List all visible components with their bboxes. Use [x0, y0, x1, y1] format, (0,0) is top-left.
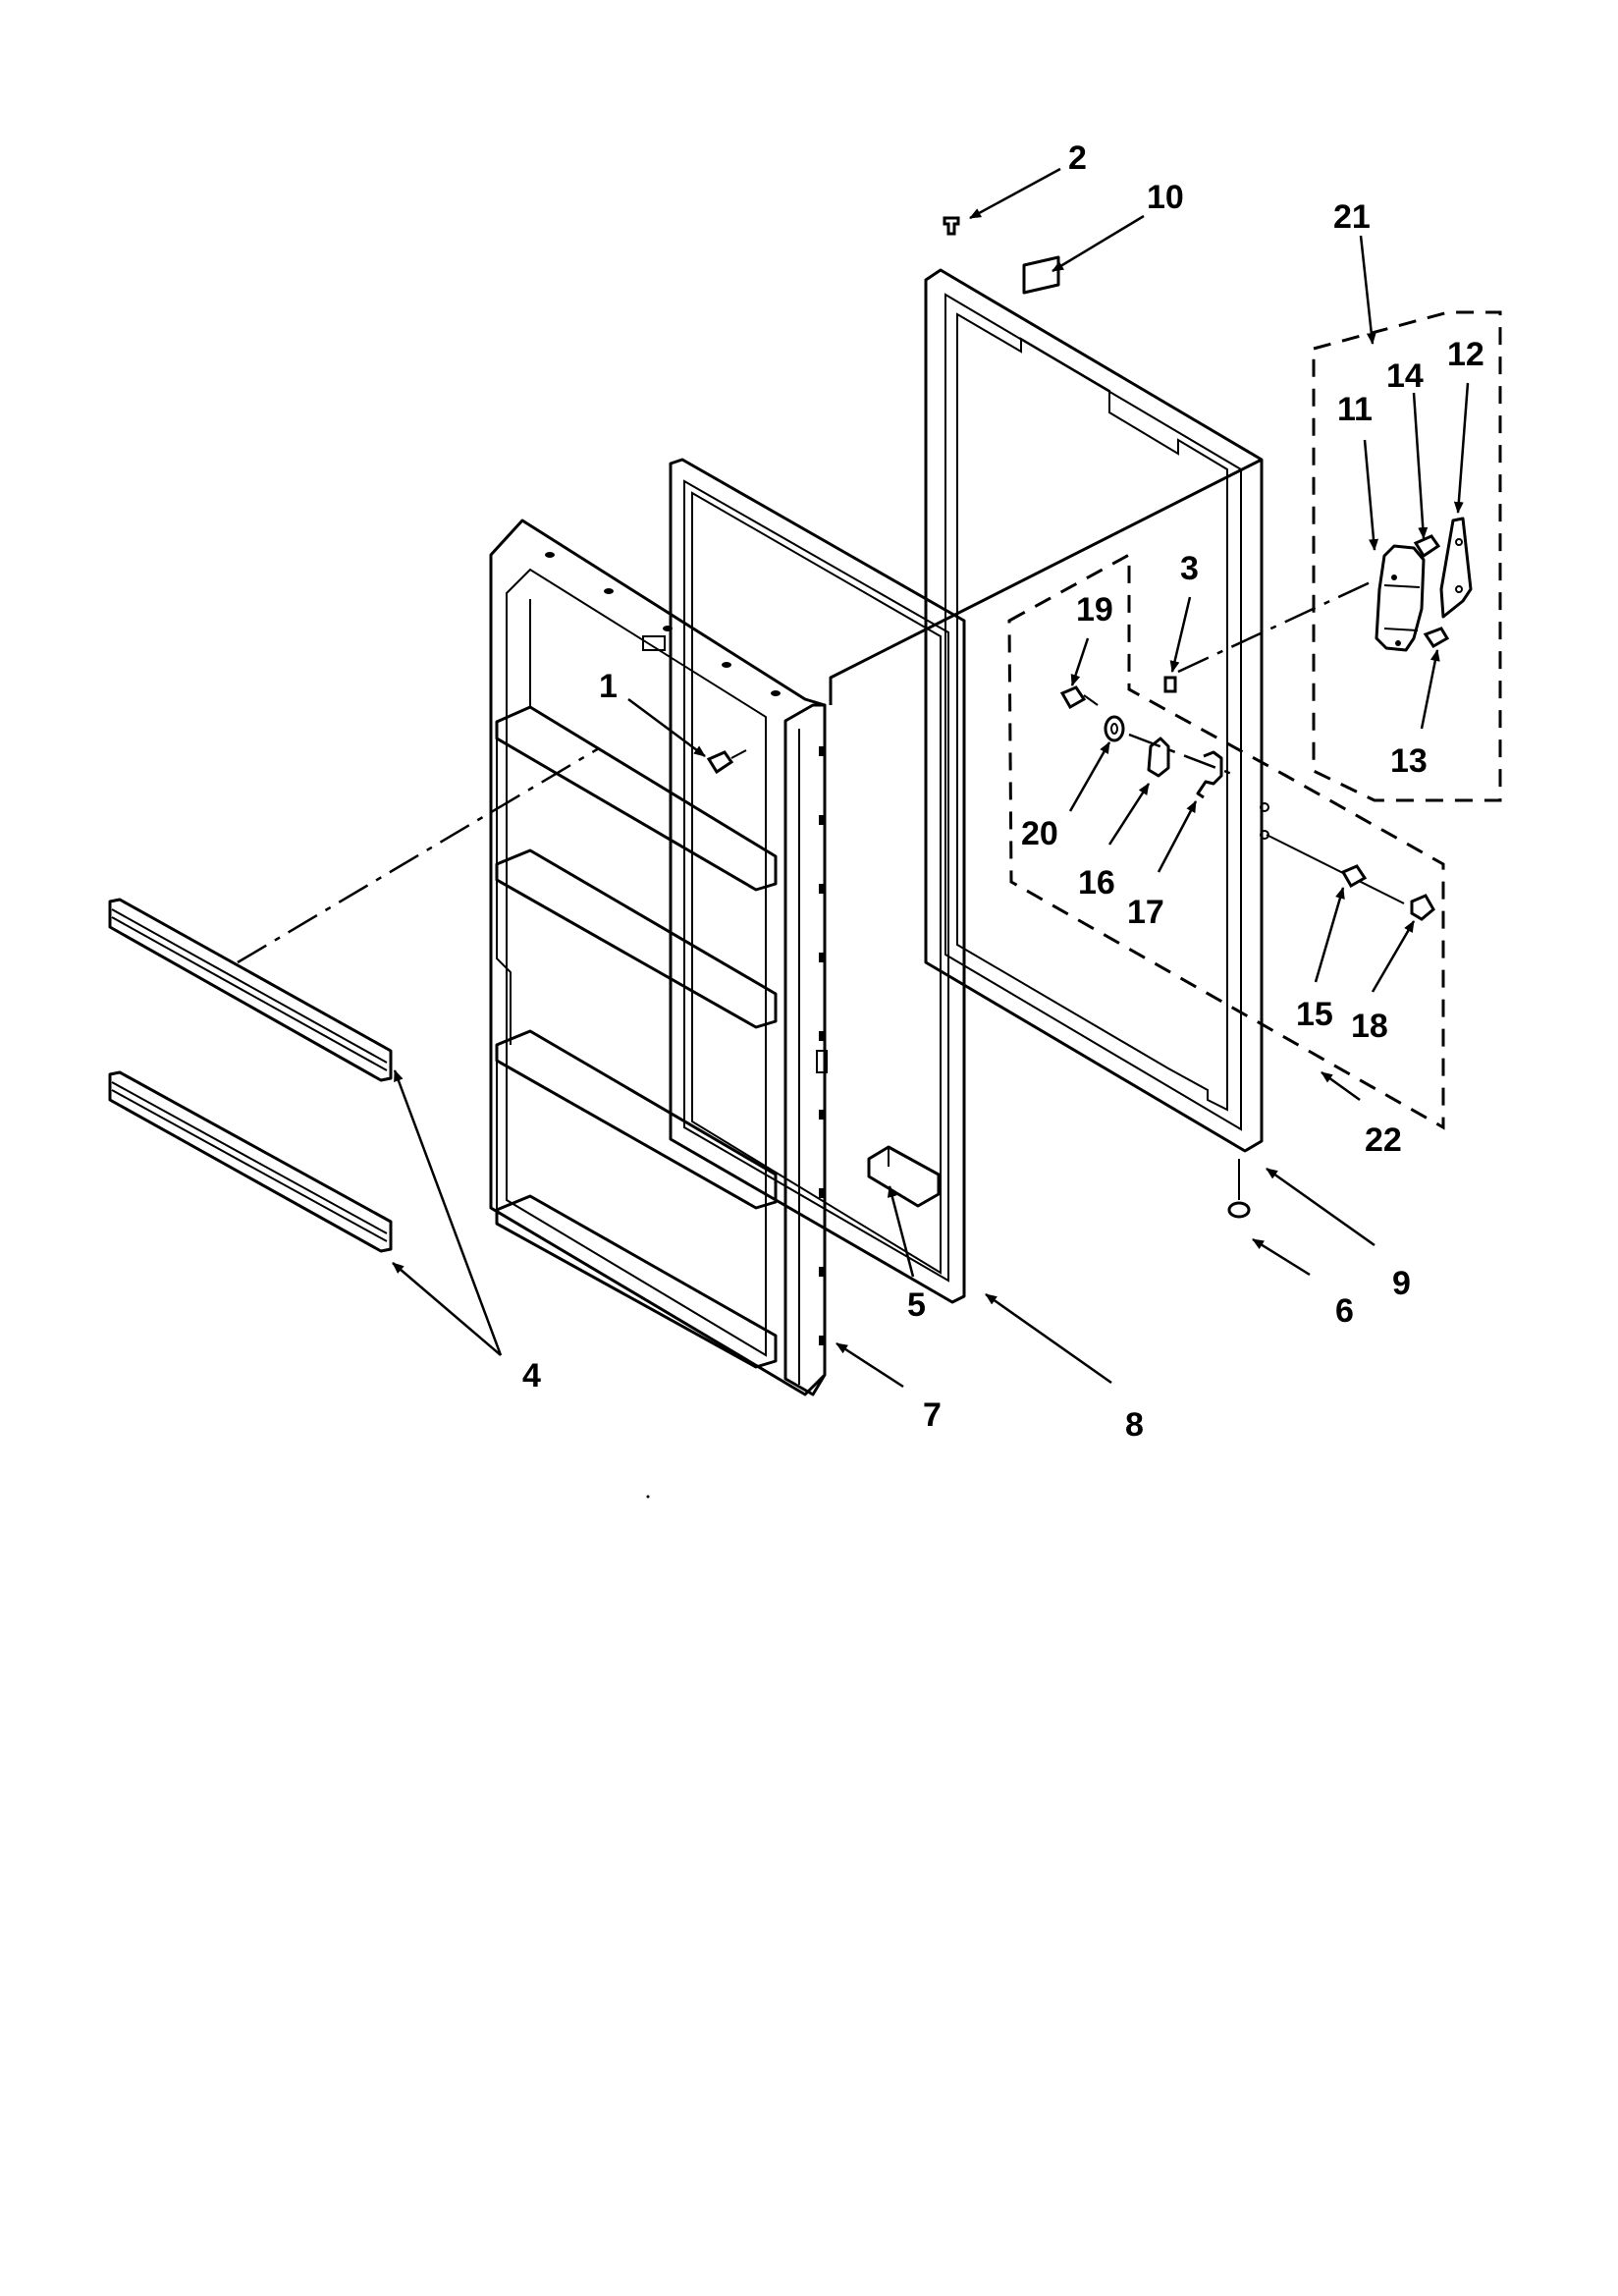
- callout-8: 8: [1125, 1406, 1144, 1444]
- callout-20: 20: [1021, 815, 1058, 852]
- callout-9: 9: [1392, 1265, 1411, 1302]
- gasket-strip-upper: [108, 898, 393, 1082]
- part-1-screw: [706, 749, 747, 775]
- liner-top-holes: [545, 552, 781, 696]
- hinge-kit-upper: [1177, 310, 1502, 802]
- gasket-alignment-line: [237, 746, 600, 964]
- liner-flange-holes: [816, 746, 828, 1345]
- callout-22: 22: [1365, 1121, 1402, 1159]
- callout-5: 5: [907, 1286, 926, 1324]
- callout-4: 4: [522, 1357, 541, 1394]
- callout-10: 10: [1147, 179, 1184, 216]
- callout-18: 18: [1351, 1008, 1388, 1045]
- callout-2: 2: [1068, 139, 1087, 177]
- stray-dot: [646, 1495, 650, 1499]
- part-10-label: [1022, 255, 1060, 295]
- door-liner: [489, 519, 828, 1396]
- hinge-kit-upper-dashed-box: [1312, 310, 1502, 802]
- leader-lines: [392, 167, 1470, 1389]
- liner-shelves: [495, 599, 778, 1369]
- callout-numbers: 1 2 3 4 5 6 7 8 9 10 11 12 13 14 15 16 1…: [522, 139, 1484, 1444]
- door-bracket: [867, 1145, 941, 1208]
- callout-11: 11: [1337, 391, 1373, 428]
- door-gasket-frame: [669, 458, 966, 1304]
- part-2-screw: [943, 216, 960, 236]
- outer-door-panel: [829, 268, 1269, 1153]
- part-3-clip: [1163, 676, 1177, 693]
- callout-15: 15: [1296, 996, 1333, 1033]
- lock-kit: [1007, 552, 1445, 1130]
- callout-14: 14: [1386, 357, 1424, 395]
- callout-13: 13: [1390, 742, 1428, 780]
- lock-kit-dashed-box: [1007, 552, 1445, 1130]
- part-6-plug: [1227, 1159, 1251, 1219]
- gasket-strips: [108, 898, 393, 1253]
- callout-17: 17: [1127, 894, 1164, 931]
- callout-7: 7: [923, 1396, 942, 1434]
- callout-19: 19: [1076, 591, 1113, 629]
- callout-21: 21: [1333, 198, 1371, 236]
- callout-12: 12: [1447, 336, 1484, 373]
- callout-1: 1: [599, 668, 618, 705]
- callout-16: 16: [1078, 864, 1115, 902]
- callout-3: 3: [1180, 550, 1199, 587]
- callout-6: 6: [1335, 1292, 1354, 1330]
- gasket-strip-lower: [108, 1070, 393, 1253]
